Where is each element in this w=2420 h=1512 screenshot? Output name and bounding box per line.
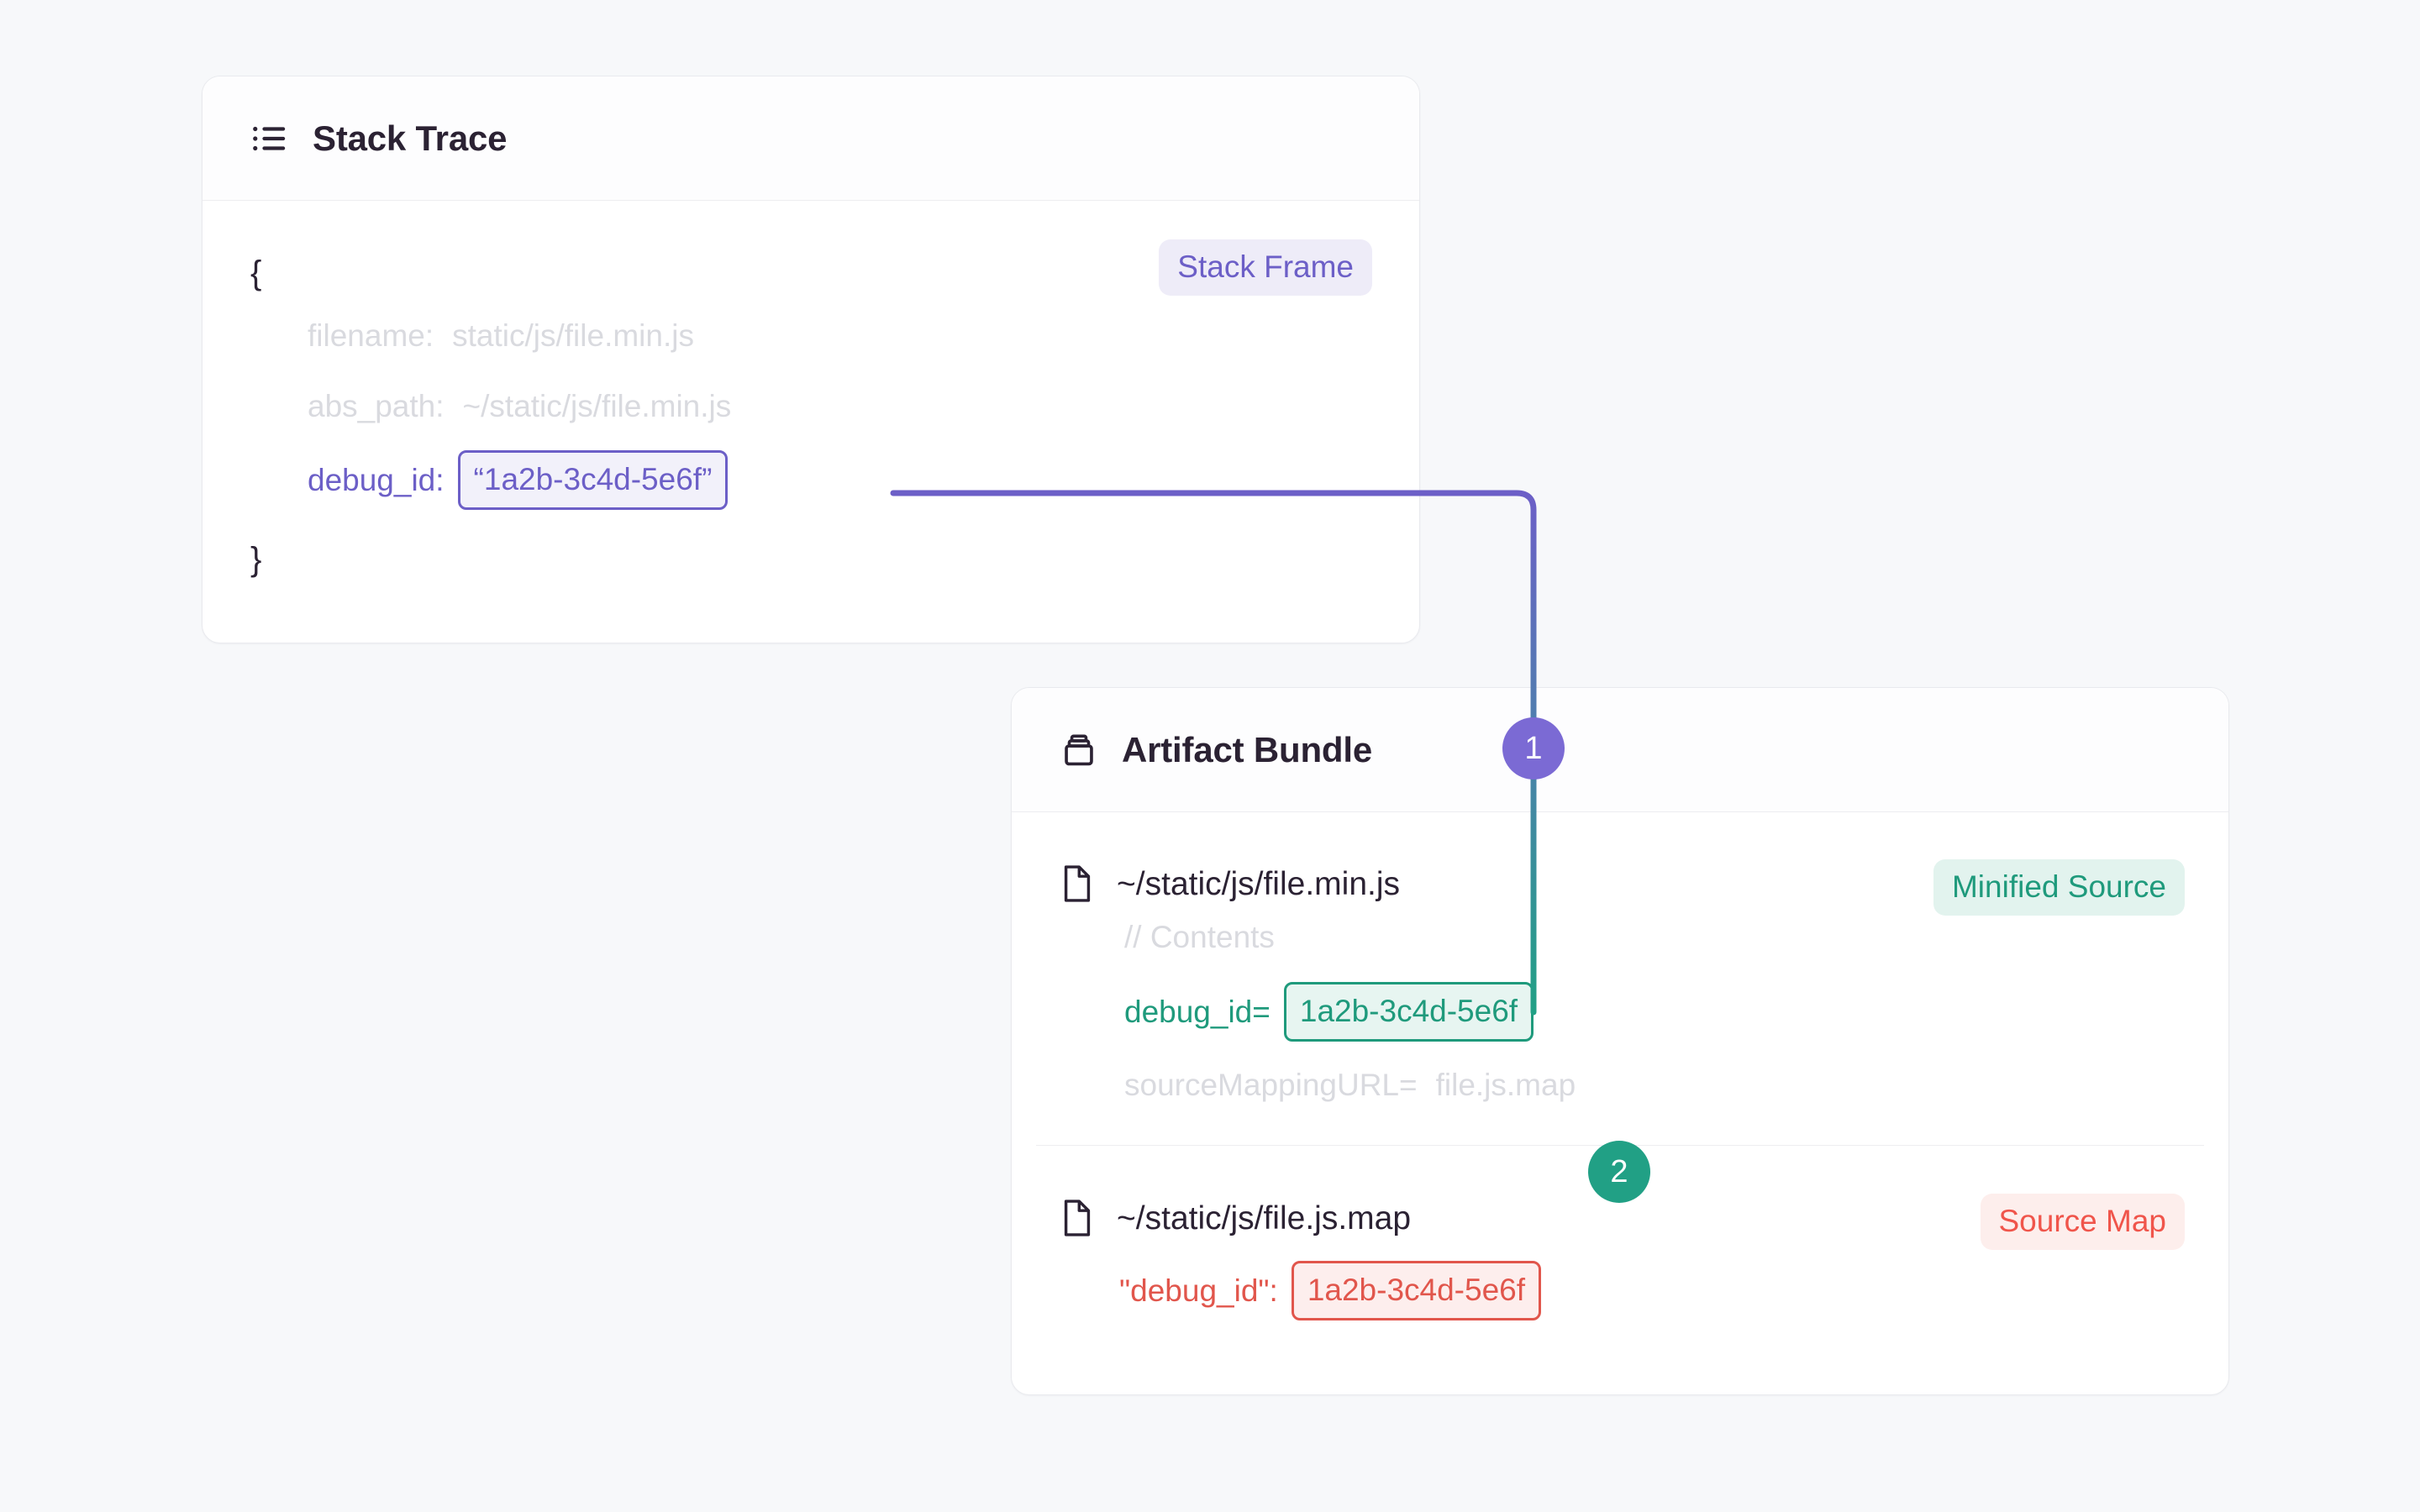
source-map-section: ~/static/js/file.js.map Source Map "debu… <box>1012 1148 2228 1394</box>
source-map-debug-id-value[interactable]: 1a2b-3c4d-5e6f <box>1291 1260 1542 1320</box>
artifact-bundle-body: ~/static/js/file.min.js Minified Source … <box>1012 812 2228 1394</box>
close-brace: } <box>250 541 262 578</box>
abs-path-key: abs_path: <box>308 388 445 423</box>
stack-trace-title: Stack Trace <box>313 118 508 158</box>
source-map-debug-id-key: "debug_id": <box>1119 1273 1278 1308</box>
minified-source-debug-id-value[interactable]: 1a2b-3c4d-5e6f <box>1283 981 1534 1042</box>
source-mapping-url-key: sourceMappingURL= <box>1124 1067 1418 1102</box>
list-icon <box>253 126 286 150</box>
filename-row: filename: static/js/file.min.js <box>308 320 694 351</box>
artifact-bundle-title: Artifact Bundle <box>1122 729 1373 769</box>
filename-value: static/js/file.min.js <box>452 318 694 353</box>
step-badge-2-label: 2 <box>1610 1154 1628 1189</box>
stack-trace-header: Stack Trace <box>203 76 1419 201</box>
stack-debug-id-key: debug_id: <box>308 462 445 497</box>
step-badge-2: 2 <box>1588 1141 1650 1203</box>
source-map-badge: Source Map <box>1980 1194 2185 1250</box>
abs-path-row: abs_path: ~/static/js/file.min.js <box>308 391 731 422</box>
source-mapping-url-line: sourceMappingURL= file.js.map <box>1124 1069 1576 1100</box>
step-badge-1-label: 1 <box>1524 731 1543 766</box>
abs-path-value: ~/static/js/file.min.js <box>462 388 732 423</box>
source-map-file-row[interactable]: ~/static/js/file.js.map <box>1012 1148 2228 1237</box>
source-mapping-url-value: file.js.map <box>1435 1067 1576 1102</box>
minified-debug-id-key: debug_id= <box>1124 994 1270 1029</box>
stack-trace-body: { filename: static/js/file.min.js abs_pat… <box>203 201 1419 579</box>
artifact-bundle-header: Artifact Bundle <box>1012 688 2228 812</box>
minified-contents-comment: // Contents <box>1124 920 1275 954</box>
stack-frame-badge: Stack Frame <box>1159 239 1372 296</box>
file-icon <box>1064 1200 1091 1236</box>
source-map-debug-id-row: "debug_id": 1a2b-3c4d-5e6f <box>1012 1237 2228 1320</box>
code-line-debug-id: debug_id: “1a2b-3c4d-5e6f” <box>250 441 1419 518</box>
code-line-open-brace: { <box>250 246 1419 300</box>
source-map-path: ~/static/js/file.js.map <box>1117 1200 1412 1236</box>
artifact-bundle-card: Artifact Bundle ~/static/js/file.min.js … <box>1011 687 2229 1395</box>
stack-trace-debug-id-value[interactable]: “1a2b-3c4d-5e6f” <box>457 449 729 510</box>
step-badge-1: 1 <box>1502 717 1565 780</box>
minified-source-path: ~/static/js/file.min.js <box>1117 865 1401 902</box>
source-mapping-url-row: sourceMappingURL= file.js.map <box>1012 1049 2228 1120</box>
code-line-close-brace: } <box>250 518 1419 579</box>
code-line-filename: filename: static/js/file.min.js <box>250 300 1419 370</box>
stack-trace-card: Stack Trace { filename: static/js/file.mi… <box>202 76 1420 643</box>
open-brace: { <box>250 255 262 291</box>
minified-source-section: ~/static/js/file.min.js Minified Source … <box>1012 812 2228 1148</box>
filename-key: filename: <box>308 318 434 353</box>
minified-source-badge: Minified Source <box>1933 859 2185 916</box>
code-line-abs-path: abs_path: ~/static/js/file.min.js <box>250 370 1419 441</box>
file-icon <box>1064 865 1091 902</box>
minified-debug-id-row: debug_id= 1a2b-3c4d-5e6f <box>1012 974 2228 1049</box>
package-icon <box>1065 734 1093 765</box>
